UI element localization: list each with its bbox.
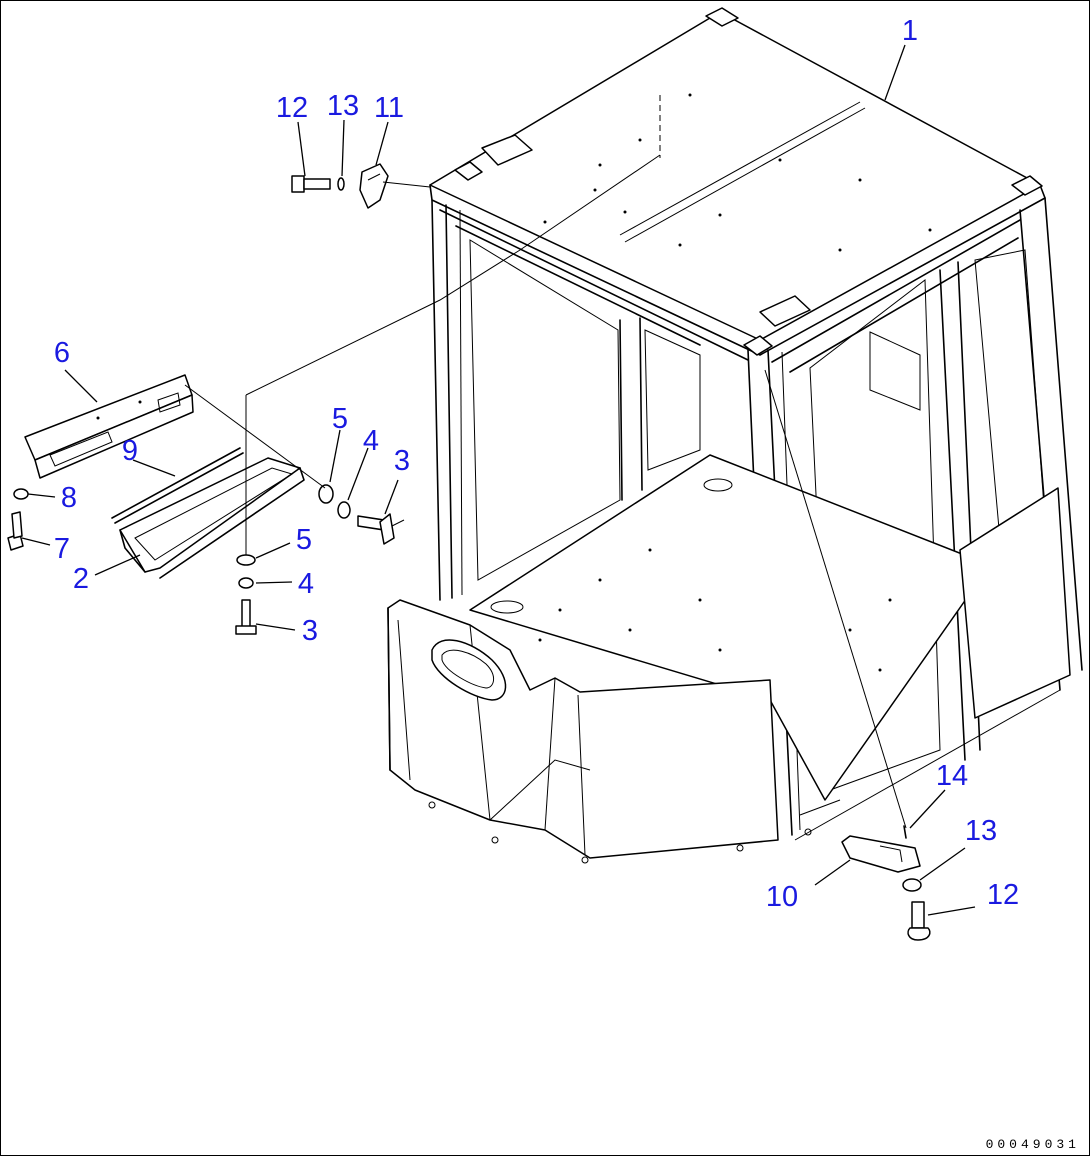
callout-5-lower: 5 — [296, 524, 312, 556]
callout-10: 10 — [766, 881, 798, 913]
part-8-washer — [13, 488, 29, 500]
part-4-lockwasher-lower — [238, 577, 254, 589]
leader-lines — [21, 44, 976, 916]
cab-grab-handle-slot — [431, 639, 507, 701]
part-7-bolt — [7, 511, 24, 551]
callout-6: 6 — [54, 337, 70, 369]
cab-roof — [429, 11, 1041, 341]
callout-11: 11 — [374, 92, 404, 124]
callout-3-lower: 3 — [302, 615, 318, 647]
part-10-bracket — [841, 835, 921, 873]
callout-13-lower: 13 — [965, 815, 997, 847]
part-3-bolt-upper — [357, 513, 395, 545]
part-13-washer-lower — [902, 878, 922, 892]
part-4-lockwasher-upper — [337, 501, 351, 519]
part-5-washer-lower — [236, 554, 256, 566]
part-12-bolt-upper — [291, 175, 331, 193]
callout-7: 7 — [54, 533, 70, 565]
part-2-step — [119, 457, 305, 579]
part-12-bolt-lower — [907, 901, 931, 941]
callout-4-lower: 4 — [298, 568, 314, 600]
part-9-strip — [111, 447, 244, 524]
callout-5-upper: 5 — [332, 403, 348, 435]
cab-roof-edge — [429, 184, 1046, 356]
callout-1: 1 — [902, 15, 918, 47]
callout-2: 2 — [73, 563, 89, 595]
drawing-number: 00049031 — [985, 1137, 1080, 1152]
callout-12-lower: 12 — [987, 879, 1019, 911]
callout-13-upper: 13 — [327, 90, 359, 122]
part-13-washer-upper — [337, 177, 345, 191]
part-3-bolt-lower — [235, 599, 257, 635]
callout-14: 14 — [936, 760, 968, 792]
callout-labels: 1 2 3 3 4 4 5 5 6 7 8 9 10 11 12 12 13 1… — [54, 15, 1019, 913]
callout-12-upper: 12 — [276, 92, 308, 124]
part-5-washer-upper — [318, 484, 334, 504]
part-14-pin — [903, 825, 907, 839]
part-11-bracket — [359, 163, 389, 209]
part-6-bracket — [24, 374, 194, 479]
cab-assembly — [387, 7, 1083, 864]
callout-3-upper: 3 — [394, 445, 410, 477]
callout-9: 9 — [122, 435, 138, 467]
callout-8: 8 — [61, 482, 77, 514]
callout-4-upper: 4 — [363, 425, 379, 457]
